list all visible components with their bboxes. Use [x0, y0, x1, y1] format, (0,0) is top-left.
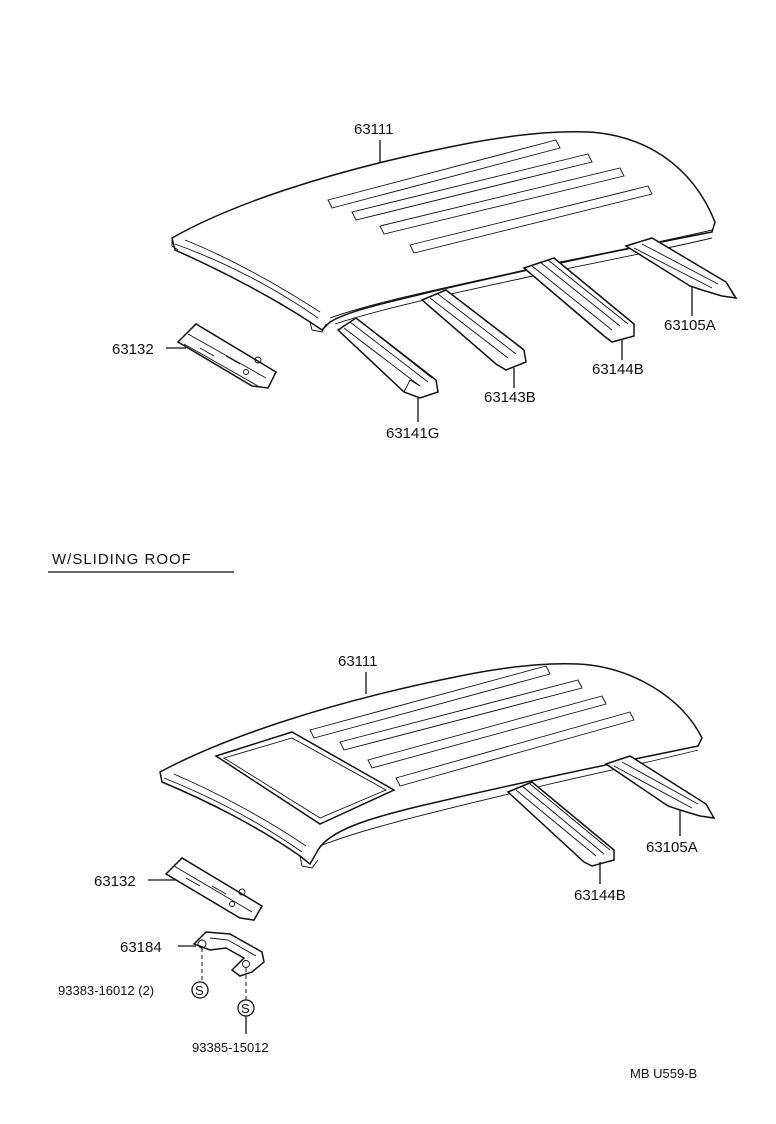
label-bow-63144b-lower: 63144B: [574, 887, 626, 904]
label-rear-header-lower: 63105A: [646, 839, 698, 856]
roof-bow-63141g: [336, 317, 439, 399]
roof-panel-lower: [159, 663, 703, 869]
label-screw-2: 93385-15012: [192, 1040, 269, 1055]
upper-roof-assembly: 63111 63132 63141G 63143B 63144B 63105A: [112, 121, 738, 442]
drawing-code: MB U559-B: [630, 1066, 697, 1081]
label-front-header-lower: 63132: [94, 873, 136, 890]
label-bow-63144b-upper: 63144B: [592, 361, 644, 378]
bracket-63184: [192, 931, 265, 977]
screw-symbol-1: S: [191, 981, 209, 999]
lower-roof-assembly: S S 63111 63132 63184 93383-16012 (2) 93…: [58, 653, 716, 1055]
label-rear-header-upper: 63105A: [664, 317, 716, 334]
section-title: W/SLIDING ROOF: [52, 551, 192, 568]
roof-bow-63144b-lower: [506, 781, 615, 867]
label-roof-panel-upper: 63111: [354, 121, 394, 138]
label-bow-63143b: 63143B: [484, 389, 536, 406]
rear-header-63105a-lower: [604, 755, 716, 819]
svg-text:S: S: [195, 983, 204, 998]
label-screw-1: 93383-16012 (2): [58, 983, 154, 998]
label-roof-panel-lower: 63111: [338, 653, 378, 670]
roof-bow-63144b: [522, 257, 635, 343]
label-front-header-upper: 63132: [112, 341, 154, 358]
front-header-lower: [164, 857, 264, 921]
roof-bow-63143b: [420, 289, 527, 371]
screw-symbol-2: S: [237, 999, 255, 1017]
svg-text:S: S: [241, 1001, 250, 1016]
rear-header-63105a: [624, 237, 738, 299]
section-heading: W/SLIDING ROOF: [48, 551, 234, 573]
label-bow-63141g: 63141G: [386, 425, 439, 442]
label-bracket: 63184: [120, 939, 162, 956]
front-header-upper: [176, 323, 277, 389]
